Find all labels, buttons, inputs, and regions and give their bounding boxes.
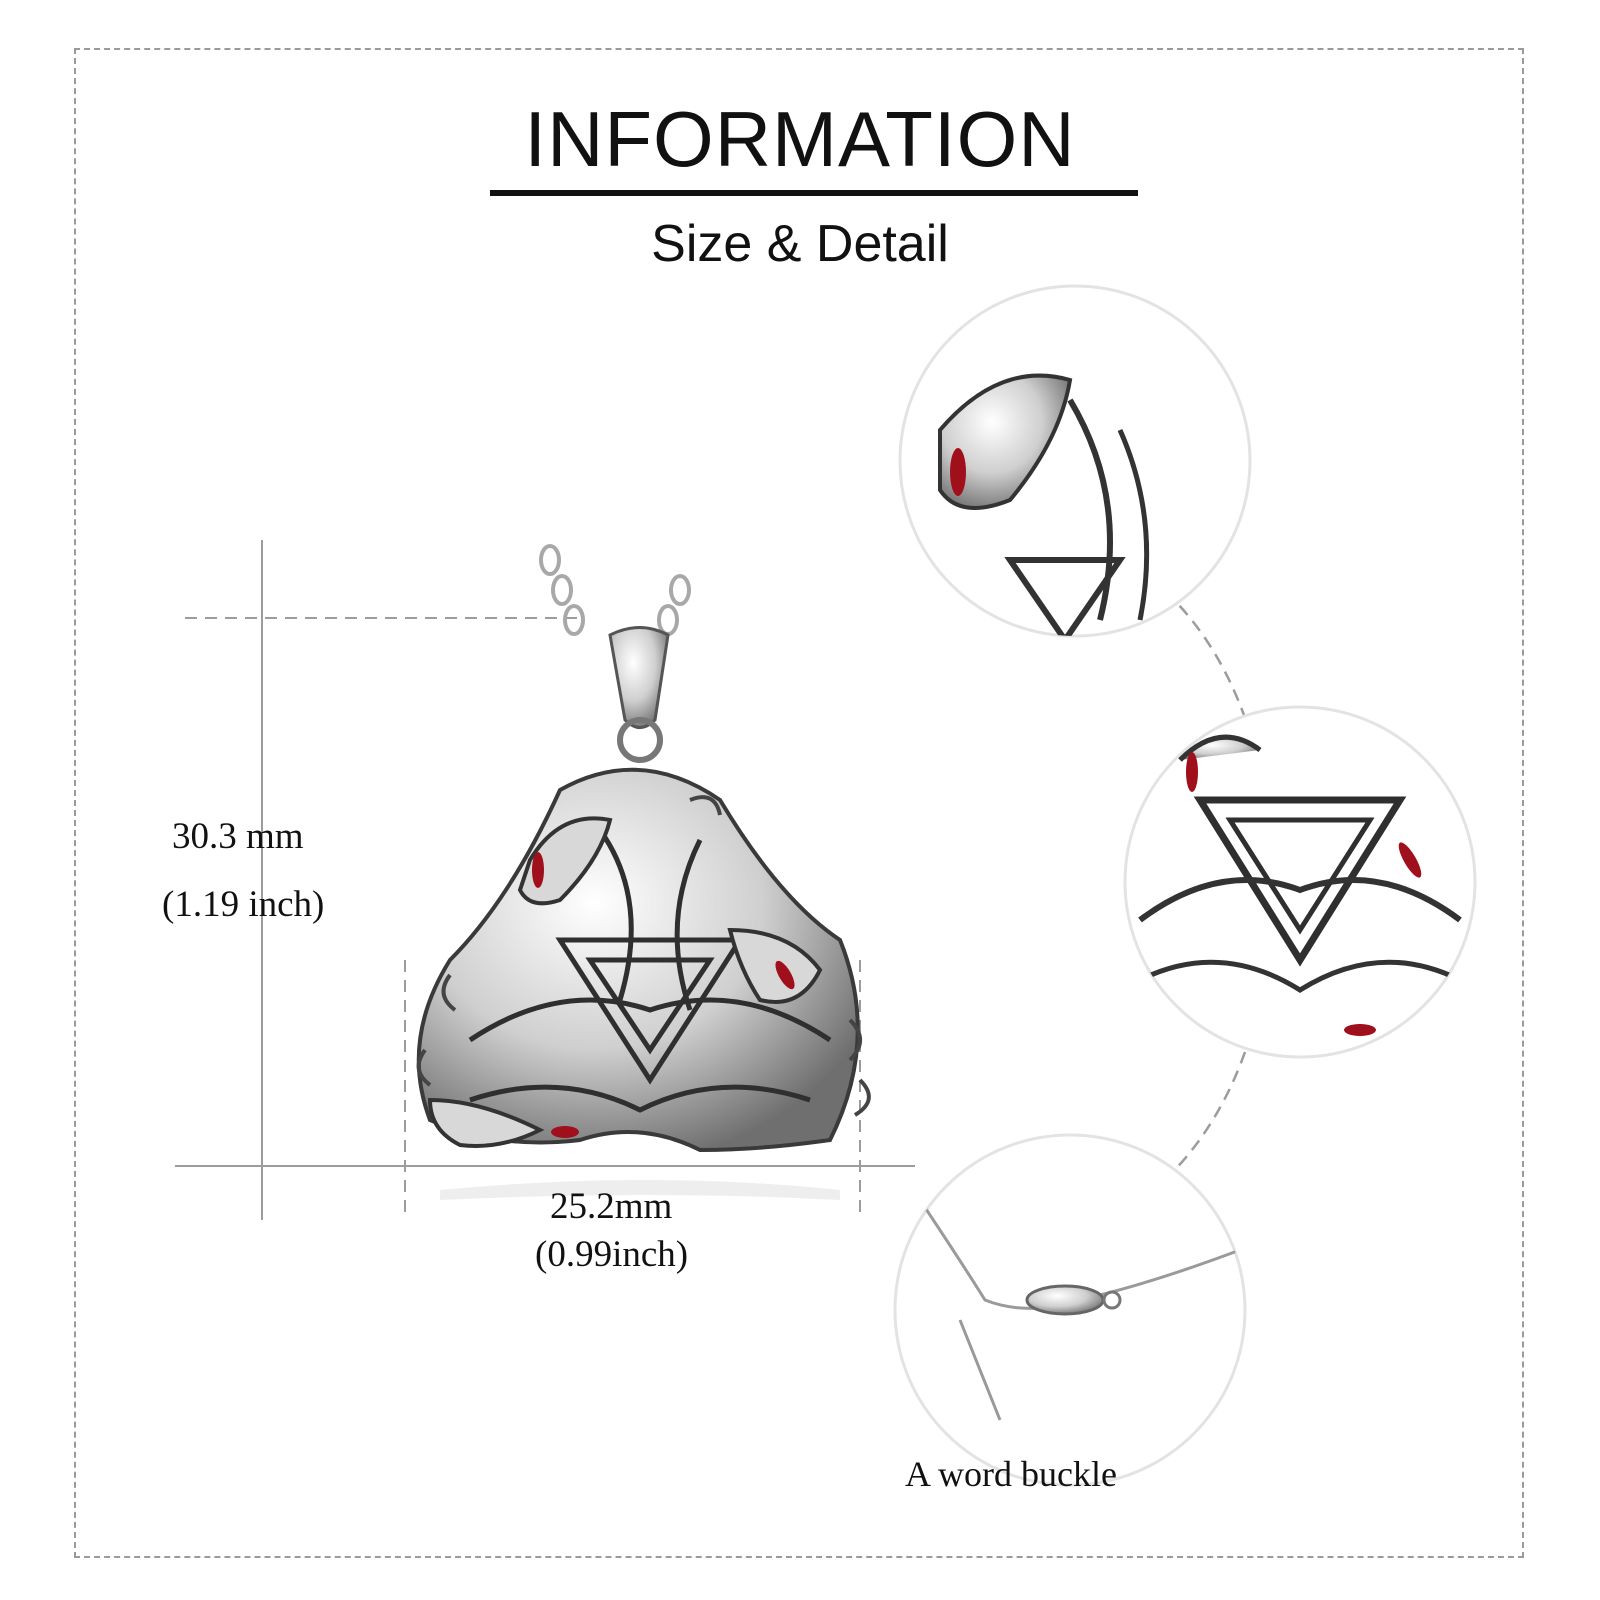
dragon-heads xyxy=(427,816,823,1148)
dragon-head-right xyxy=(727,927,823,1004)
pendant-curls xyxy=(416,795,871,1117)
detail-circle-dragon-head xyxy=(898,284,1252,638)
pendant-knotwork xyxy=(468,828,832,1113)
dashed-frame xyxy=(74,48,1524,1558)
clasp-chain-left xyxy=(918,1199,1041,1310)
detail-circle-clasp xyxy=(893,1133,1247,1487)
pendant-jump-ring xyxy=(617,717,663,763)
clasp-ring xyxy=(1102,1290,1122,1310)
page-title: INFORMATION xyxy=(524,95,1076,183)
main-pendant xyxy=(416,544,871,1200)
width-inch-label: (0.99inch) xyxy=(535,1234,689,1275)
height-inch-label: (1.19 inch) xyxy=(162,884,325,925)
lobster-clasp xyxy=(1025,1284,1105,1316)
enamel-accents xyxy=(532,852,795,1138)
measurement-guides xyxy=(175,540,915,1220)
pendant-reflection xyxy=(440,1180,840,1200)
dragon-head-top xyxy=(517,816,613,906)
detail-circle-knotwork xyxy=(1123,705,1477,1059)
clasp-caption: A word buckle xyxy=(905,1454,1117,1494)
dragon-head-bottom xyxy=(427,1097,545,1148)
clasp-chain-extender xyxy=(958,1319,1002,1421)
width-mm-label: 25.2mm xyxy=(550,1186,673,1227)
pendant-bail xyxy=(608,626,670,729)
page-subtitle: Size & Detail xyxy=(651,215,949,273)
title-underline xyxy=(490,190,1138,196)
height-mm-label: 30.3 mm xyxy=(172,816,304,857)
